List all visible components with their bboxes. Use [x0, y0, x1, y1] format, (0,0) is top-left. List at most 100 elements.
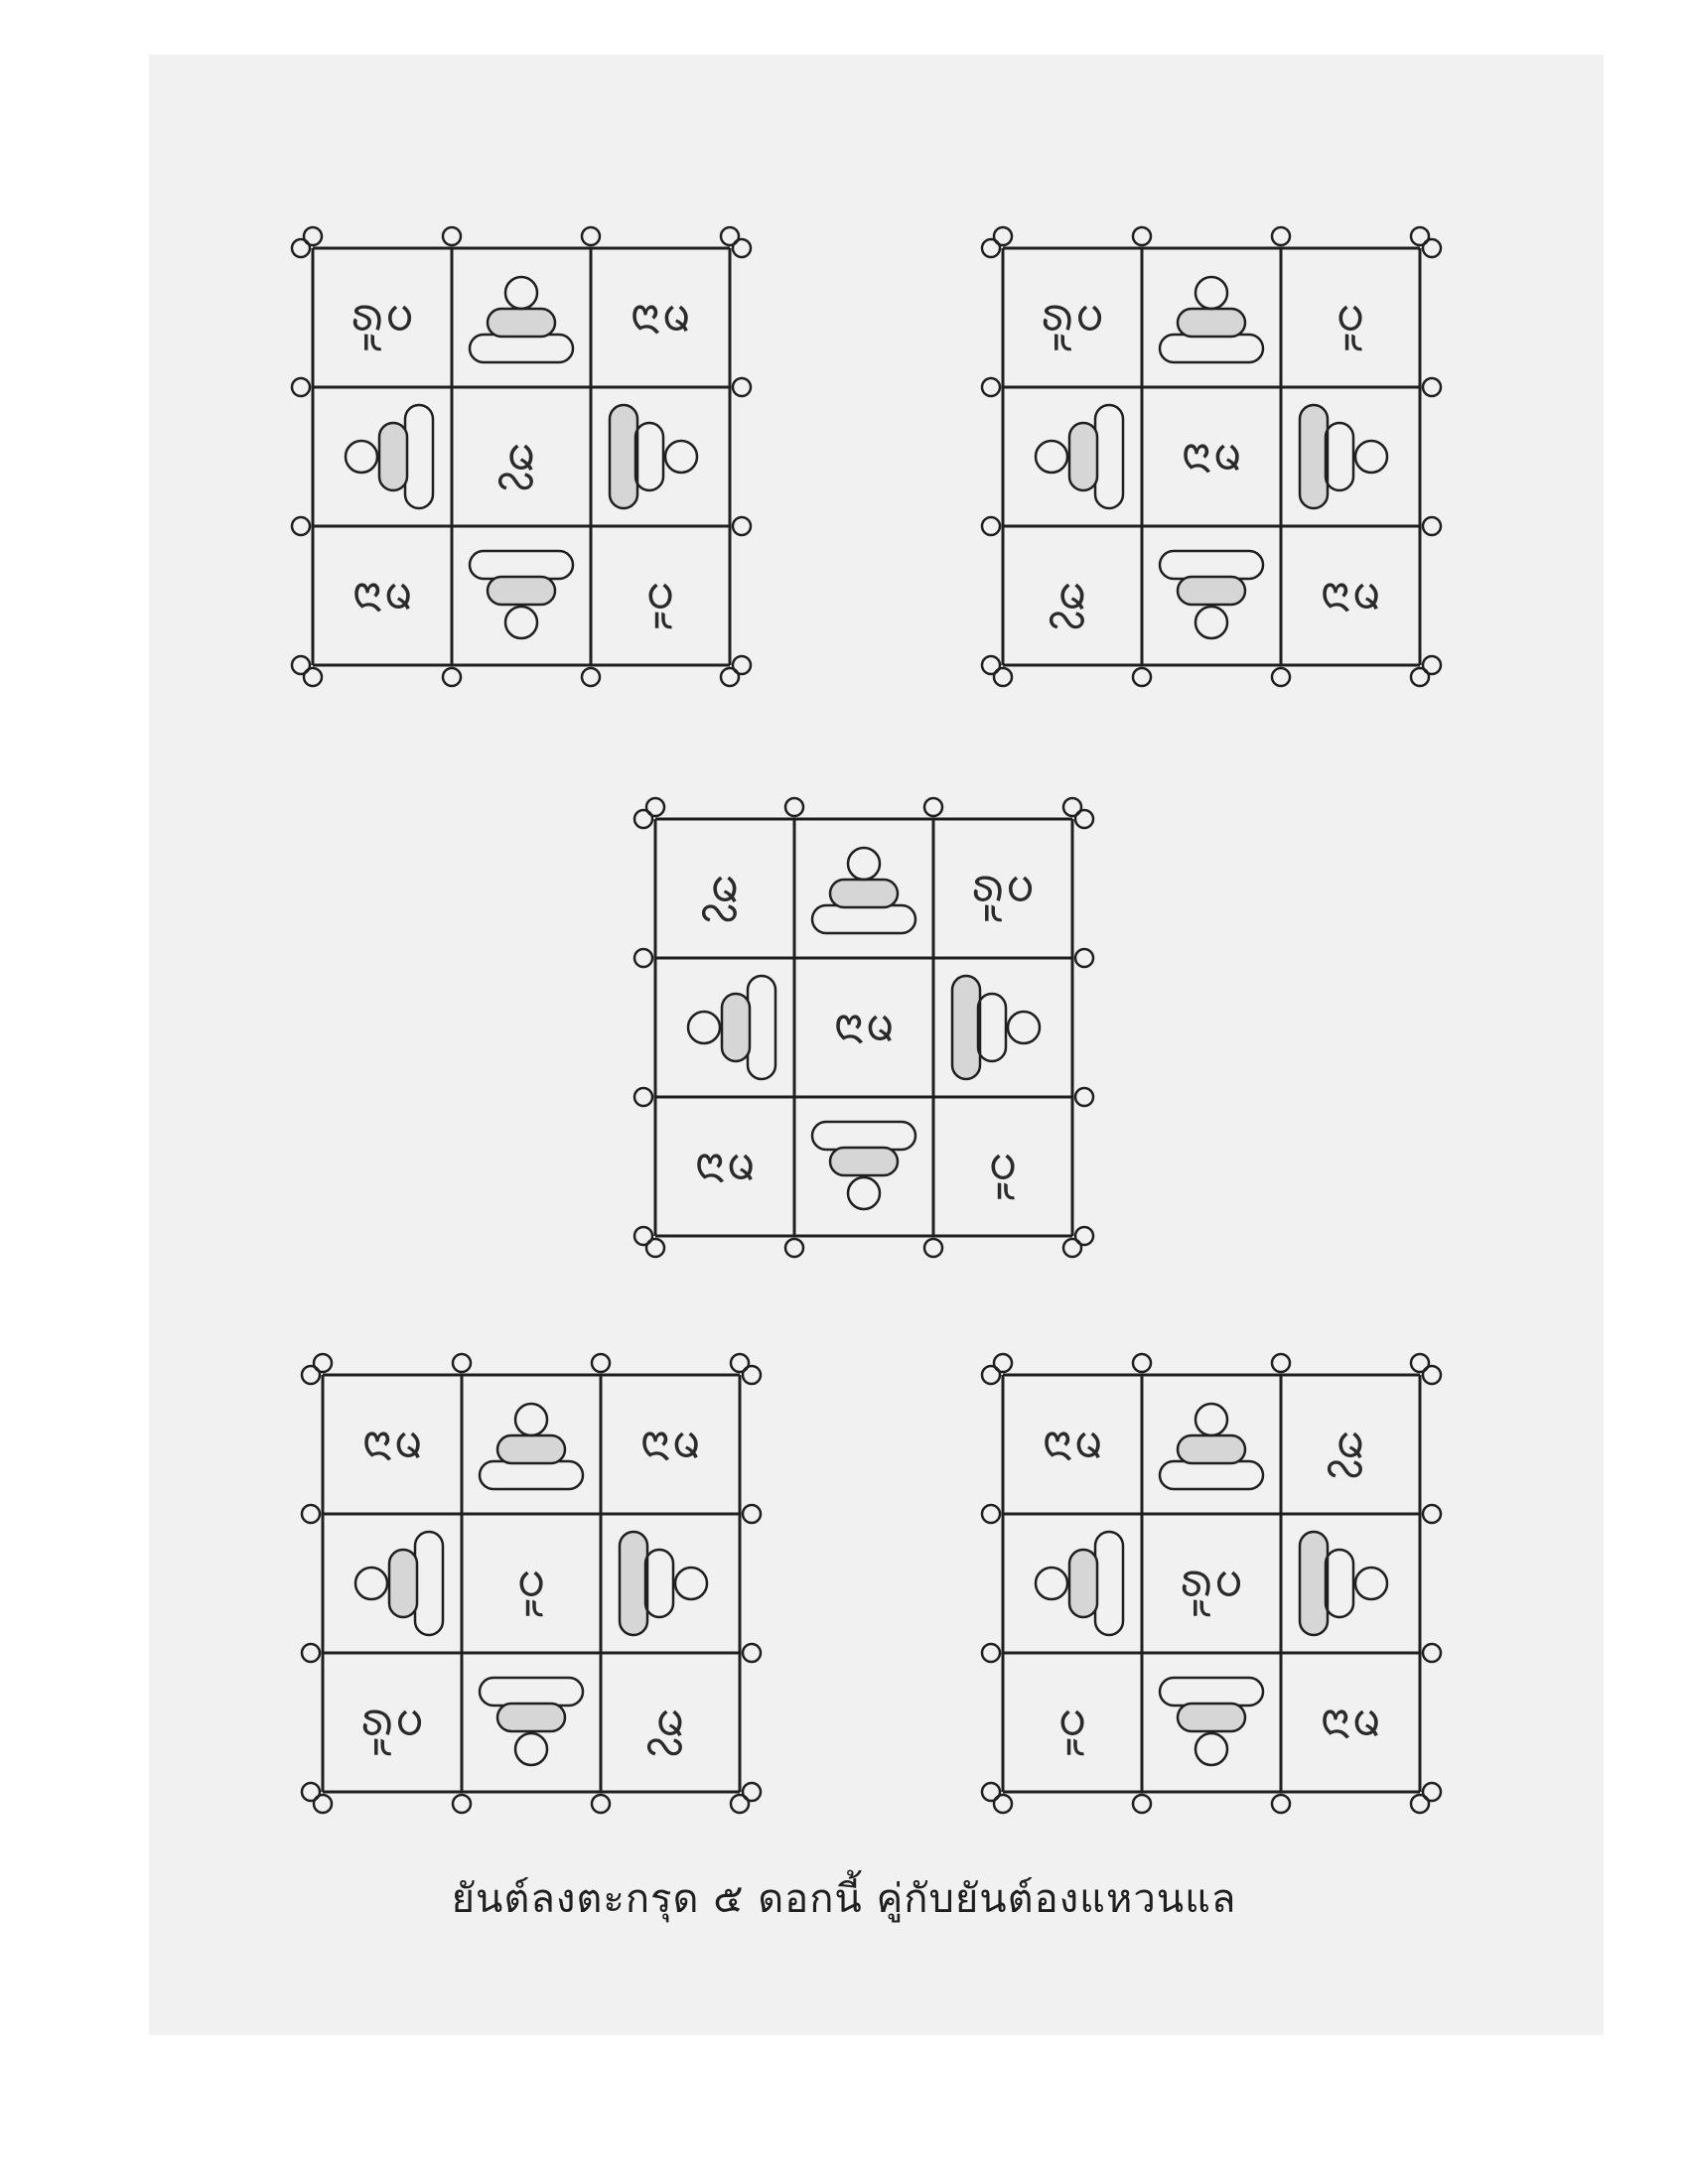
stupa-right-icon: [950, 974, 1042, 1081]
cell-glyph: ᨾᩖ: [1327, 1415, 1365, 1478]
loop-terminal: [980, 237, 1002, 259]
cell-glyph: ᨾᩖ: [701, 859, 740, 922]
loop-terminal: [302, 666, 324, 688]
loop-terminal: [1131, 1352, 1153, 1374]
cell-glyph: ᨶᩣᨾ: [1042, 1415, 1104, 1468]
loop-terminal: [980, 376, 1002, 398]
loop-terminal: [644, 796, 666, 818]
loop-terminal: [719, 225, 741, 247]
loop-terminal: [1073, 808, 1095, 830]
loop-terminal: [1061, 1237, 1083, 1259]
cell-glyph: ᩁᩪᨷ: [1179, 1554, 1243, 1617]
stupa-left-icon: [1034, 1530, 1125, 1637]
stupa-top-icon: [1158, 1402, 1265, 1491]
loop-terminal: [992, 1793, 1014, 1815]
stupa-top-icon: [810, 846, 917, 935]
loop-terminal: [1270, 666, 1292, 688]
loop-terminal: [290, 237, 312, 259]
cell-glyph: ᨶᩣᨾ: [833, 998, 896, 1051]
loop-terminal: [451, 1352, 473, 1374]
loop-terminal: [1421, 1364, 1443, 1386]
loop-terminal: [980, 1642, 1002, 1664]
loop-terminal: [719, 666, 741, 688]
cell-glyph: ᨷᩪ: [1057, 1693, 1087, 1756]
cell-glyph: ᨾᩖ: [497, 427, 536, 490]
cell-glyph: ᨶᩣᨾ: [361, 1415, 424, 1468]
loop-terminal: [1061, 796, 1083, 818]
loop-terminal: [1131, 225, 1153, 247]
stupa-left-icon: [353, 1530, 445, 1637]
stupa-right-icon: [608, 403, 699, 510]
stupa-right-icon: [618, 1530, 709, 1637]
stupa-top-icon: [1158, 275, 1265, 364]
cell-glyph: ᨶᩣᨾ: [630, 288, 692, 341]
stupa-left-icon: [686, 974, 777, 1081]
stupa-right-icon: [1298, 1530, 1389, 1637]
loop-terminal: [980, 1364, 1002, 1386]
loop-terminal: [300, 1364, 322, 1386]
loop-terminal: [300, 1781, 322, 1803]
stupa-top-icon: [478, 1402, 585, 1491]
loop-terminal: [580, 225, 602, 247]
loop-terminal: [312, 1352, 334, 1374]
stupa-top-icon: [468, 275, 575, 364]
caption: ยันต์ลงตะกรุด ๕ ดอกนี้ คู่กับยันต์องแหวน…: [451, 1876, 1237, 1922]
loop-terminal: [731, 237, 753, 259]
loop-terminal: [1421, 1642, 1443, 1664]
loop-terminal: [1421, 237, 1443, 259]
cell-glyph: ᨾᩖ: [1049, 566, 1087, 629]
loop-terminal: [633, 808, 654, 830]
loop-terminal: [1270, 1352, 1292, 1374]
stupa-bottom-icon: [478, 1676, 585, 1767]
loop-terminal: [300, 1642, 322, 1664]
cell-glyph: ᨶᩣᨾ: [1181, 427, 1243, 480]
loop-terminal: [741, 1642, 763, 1664]
loop-terminal: [922, 796, 944, 818]
loop-terminal: [731, 654, 753, 676]
cell-glyph: ᩁᩪᨷ: [359, 1693, 424, 1756]
cell-glyph: ᨶᩣᨾ: [694, 1137, 757, 1190]
loop-terminal: [590, 1352, 612, 1374]
loop-terminal: [590, 1793, 612, 1815]
loop-terminal: [290, 654, 312, 676]
cell-glyph: ᨶᩣᨾ: [639, 1415, 702, 1468]
loop-terminal: [1131, 1793, 1153, 1815]
loop-terminal: [992, 1352, 1014, 1374]
loop-terminal: [1270, 225, 1292, 247]
loop-terminal: [1421, 1503, 1443, 1525]
loop-terminal: [1409, 666, 1431, 688]
loop-terminal: [980, 1503, 1002, 1525]
loop-terminal: [783, 796, 805, 818]
loop-terminal: [633, 947, 654, 969]
stupa-bottom-icon: [1158, 549, 1265, 640]
cell-glyph: ᩁᩪᨷ: [970, 859, 1035, 922]
loop-terminal: [992, 666, 1014, 688]
loop-terminal: [441, 666, 463, 688]
loop-terminal: [1421, 1781, 1443, 1803]
loop-terminal: [729, 1352, 751, 1374]
loop-terminal: [980, 515, 1002, 537]
cell-glyph: ᨷᩪ: [645, 566, 675, 629]
loop-terminal: [1073, 1225, 1095, 1247]
loop-terminal: [731, 515, 753, 537]
loop-terminal: [1270, 1793, 1292, 1815]
loop-terminal: [633, 1225, 654, 1247]
loop-terminal: [1421, 654, 1443, 676]
loop-terminal: [1131, 666, 1153, 688]
loop-terminal: [302, 225, 324, 247]
loop-terminal: [783, 1237, 805, 1259]
loop-terminal: [1409, 225, 1431, 247]
loop-terminal: [980, 1781, 1002, 1803]
loop-terminal: [1409, 1352, 1431, 1374]
loop-terminal: [451, 1793, 473, 1815]
loop-terminal: [300, 1503, 322, 1525]
loop-terminal: [441, 225, 463, 247]
cell-glyph: ᨶᩣᨾ: [352, 566, 414, 619]
loop-terminal: [312, 1793, 334, 1815]
